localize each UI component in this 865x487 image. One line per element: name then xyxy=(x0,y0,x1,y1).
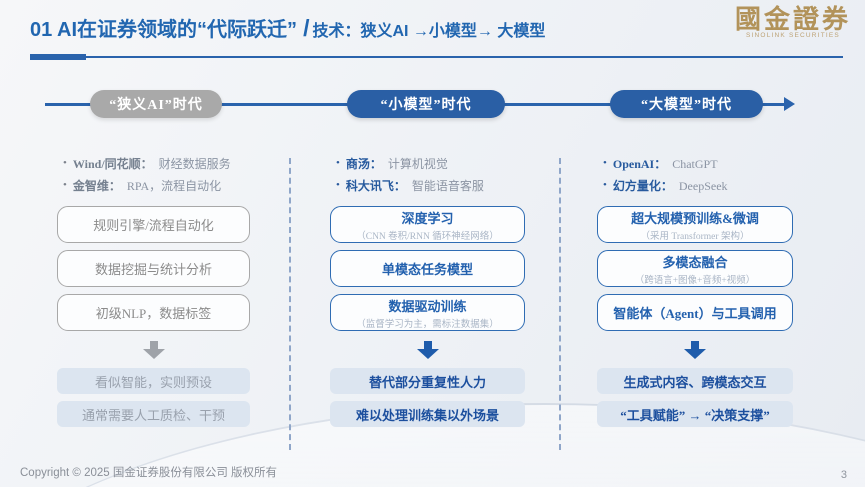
down-arrow-icon xyxy=(142,341,165,359)
outcome-bar: 难以处理训练集以外场景 xyxy=(330,401,525,427)
box-title: 单模态任务模型 xyxy=(381,262,473,277)
bullet-desc: 财经数据服务 xyxy=(158,157,231,171)
bullet-name: 科大讯飞： xyxy=(345,178,406,193)
outcome-bar: “工具赋能” → “决策支撑” xyxy=(597,401,793,427)
header-rule-thick xyxy=(30,54,86,60)
bullet-item: • Wind/同花顺： 财经数据服务 xyxy=(63,154,250,176)
column-divider-1 xyxy=(289,158,291,450)
title-subtitle: 技术：狭义AI →小模型→ 大模型 xyxy=(312,23,546,40)
bullet-dot-icon: • xyxy=(336,157,340,169)
capability-box: 多模态融合 （跨语言+图像+音频+视频） xyxy=(597,250,793,287)
box-title: 深度学习 xyxy=(401,210,454,226)
column-small-model: • 商汤： 计算机视觉 • 科大讯飞： 智能语音客服 深度学习 （CNN 卷积/… xyxy=(330,150,525,434)
example-bullets: • 商汤： 计算机视觉 • 科大讯飞： 智能语音客服 xyxy=(330,150,525,206)
bullet-item: • OpenAI： ChatGPT xyxy=(603,154,793,176)
page-title: 01 AI在证券领域的“代际跃迁” / 技术：狭义AI →小模型→ 大模型 xyxy=(30,13,545,42)
box-title: 多模态融合 xyxy=(662,254,728,270)
logo-wordmark: 國金證券 xyxy=(734,5,851,34)
capability-box: 超大规模预训练&微调 （采用 Transformer 架构） xyxy=(597,206,793,243)
down-arrow-icon xyxy=(684,341,706,359)
bullet-dot-icon: • xyxy=(603,178,607,191)
outcome-bar: 看似智能，实则预设 xyxy=(57,368,250,394)
bullet-item: • 金智维： RPA，流程自动化 xyxy=(63,176,250,198)
bullet-item: • 商汤： 计算机视觉 xyxy=(336,154,525,176)
capability-box: 深度学习 （CNN 卷积/RNN 循环神经网络） xyxy=(330,206,525,243)
box-title: 数据挖掘与统计分析 xyxy=(94,262,212,277)
bullet-dot-icon: • xyxy=(336,178,340,191)
box-title: 初级NLP，数据标签 xyxy=(95,306,212,321)
column-large-model: • OpenAI： ChatGPT • 幻方量化： DeepSeek 超大规模预… xyxy=(597,150,793,434)
capability-box: 智能体（Agent）与工具调用 xyxy=(597,294,793,331)
era-pill-small-model: “小模型”时代 xyxy=(347,90,505,118)
bullet-name: OpenAI： xyxy=(612,157,667,171)
logo-subtext: SINOLINK SECURITIES xyxy=(746,32,840,40)
title-main: 01 AI在证券领域的“代际跃迁” xyxy=(30,19,298,41)
column-narrow-ai: • Wind/同花顺： 财经数据服务 • 金智维： RPA，流程自动化 规则引擎… xyxy=(57,150,250,434)
down-arrow-icon xyxy=(416,341,439,359)
bullet-item: • 幻方量化： DeepSeek xyxy=(603,176,793,198)
bullet-desc: ChatGPT xyxy=(672,157,718,171)
example-bullets: • Wind/同花顺： 财经数据服务 • 金智维： RPA，流程自动化 xyxy=(57,150,250,206)
company-logo: 國金證券 SINOLINK SECURITIES xyxy=(735,4,851,39)
header-rule-thin xyxy=(30,56,843,58)
bullet-desc: 计算机视觉 xyxy=(387,157,448,171)
capability-box: 数据驱动训练 （监督学习为主，需标注数据集） xyxy=(330,294,525,331)
box-title: 超大规模预训练&微调 xyxy=(631,210,759,226)
box-subtitle: （CNN 卷积/RNN 循环神经网络） xyxy=(356,231,499,242)
bullet-item: • 科大讯飞： 智能语音客服 xyxy=(336,176,525,198)
bullet-desc: 智能语音客服 xyxy=(411,178,484,193)
bullet-desc: RPA，流程自动化 xyxy=(126,178,222,193)
outcome-bar: 替代部分重复性人力 xyxy=(330,368,525,394)
outcome-bar: 生成式内容、跨模态交互 xyxy=(597,368,793,394)
bullet-dot-icon: • xyxy=(63,178,67,191)
capability-box: 规则引擎/流程自动化 xyxy=(57,206,250,243)
bullet-name: 幻方量化： xyxy=(612,178,673,193)
era-pill-narrow-ai: “狭义AI”时代 xyxy=(90,90,222,118)
bullet-dot-icon: • xyxy=(63,157,67,169)
outcome-bar: 通常需要人工质检、干预 xyxy=(57,401,250,427)
capability-box: 数据挖掘与统计分析 xyxy=(57,250,250,287)
timeline-arrowhead-icon xyxy=(784,97,795,111)
example-bullets: • OpenAI： ChatGPT • 幻方量化： DeepSeek xyxy=(597,150,793,206)
box-subtitle: （跨语言+图像+音频+视频） xyxy=(634,275,756,286)
bullet-name: Wind/同花顺： xyxy=(72,157,153,171)
box-title: 智能体（Agent）与工具调用 xyxy=(613,306,777,321)
capability-box: 初级NLP，数据标签 xyxy=(57,294,250,331)
era-pill-large-model: “大模型”时代 xyxy=(610,90,763,118)
capability-box: 单模态任务模型 xyxy=(330,250,525,287)
bullet-name: 商汤： xyxy=(345,157,382,171)
box-subtitle: （采用 Transformer 架构） xyxy=(640,231,750,242)
bullet-dot-icon: • xyxy=(603,157,607,169)
bullet-desc: DeepSeek xyxy=(678,178,728,193)
copyright-text: Copyright © 2025 国金证券股份有限公司 版权所有 xyxy=(20,467,278,479)
column-divider-2 xyxy=(559,158,561,450)
title-divider: / xyxy=(303,15,310,41)
box-title: 数据驱动训练 xyxy=(388,298,467,314)
box-title: 规则引擎/流程自动化 xyxy=(93,218,214,233)
bullet-name: 金智维： xyxy=(72,178,121,193)
page-number: 3 xyxy=(840,469,847,481)
box-subtitle: （监督学习为主，需标注数据集） xyxy=(356,319,499,330)
